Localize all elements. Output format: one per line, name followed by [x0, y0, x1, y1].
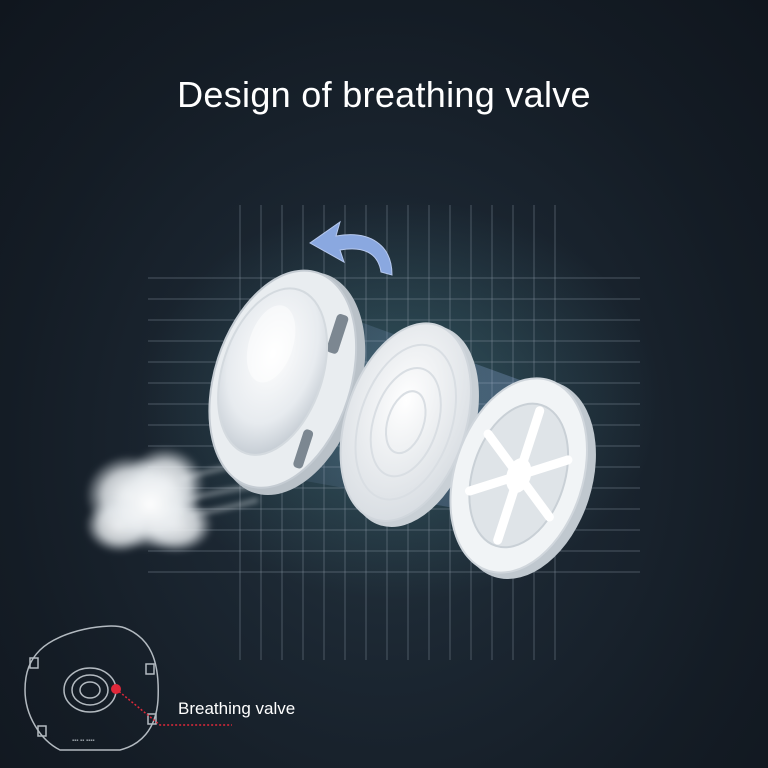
callout-leader-line — [115, 688, 232, 726]
curved-arrow-icon — [309, 220, 393, 276]
exhaled-air-cloud — [85, 447, 213, 553]
valve-cap — [208, 269, 366, 496]
callout-label: Breathing valve — [178, 699, 296, 718]
mask-imprint: ▪▪▪ ▪▪ ▪▪▪▪ — [72, 738, 94, 744]
page-title: Design of breathing valve — [177, 74, 591, 115]
membrane-disk — [339, 322, 479, 527]
valve-seat — [449, 377, 596, 579]
mask-outline-icon — [24, 625, 159, 751]
